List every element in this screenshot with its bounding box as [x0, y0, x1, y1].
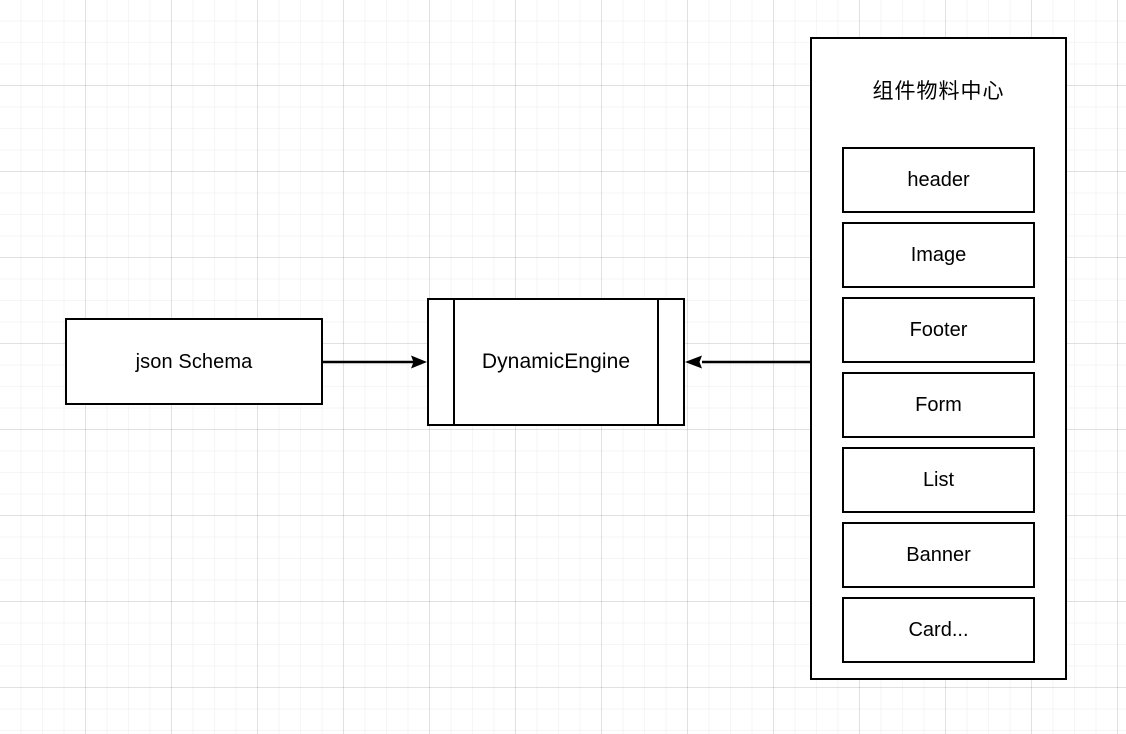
arrowhead-right-icon	[411, 355, 427, 369]
material-center-title: 组件物料中心	[872, 79, 1005, 103]
connector-json-schema-to-dynamic-engine[interactable]	[323, 352, 428, 372]
subprocess-left-bar	[453, 300, 455, 424]
material-item-form[interactable]: Form	[842, 372, 1035, 438]
node-dynamic-engine[interactable]: DynamicEngine	[427, 298, 685, 426]
material-item-banner[interactable]: Banner	[842, 522, 1035, 588]
material-item-image[interactable]: Image	[842, 222, 1035, 288]
material-item-label: Card...	[908, 618, 969, 641]
material-item-card[interactable]: Card...	[842, 597, 1035, 663]
material-center-item-list: header Image Footer Form List Banner Car…	[842, 147, 1035, 672]
node-json-schema[interactable]: json Schema	[65, 318, 323, 405]
node-dynamic-engine-label: DynamicEngine	[481, 350, 631, 374]
connector-material-center-to-dynamic-engine[interactable]	[685, 352, 811, 372]
material-item-label: header	[907, 168, 970, 191]
material-item-label: Footer	[909, 318, 968, 341]
material-item-label: Banner	[906, 543, 971, 566]
node-json-schema-label: json Schema	[135, 350, 253, 373]
arrowhead-left-icon	[685, 355, 702, 369]
material-item-header[interactable]: header	[842, 147, 1035, 213]
material-item-label: Form	[915, 393, 962, 416]
subprocess-right-bar	[657, 300, 659, 424]
material-item-list[interactable]: List	[842, 447, 1035, 513]
node-material-center[interactable]: 组件物料中心 header Image Footer Form List Ban…	[810, 37, 1067, 680]
material-item-label: List	[922, 468, 955, 491]
material-item-footer[interactable]: Footer	[842, 297, 1035, 363]
material-item-label: Image	[910, 243, 967, 266]
